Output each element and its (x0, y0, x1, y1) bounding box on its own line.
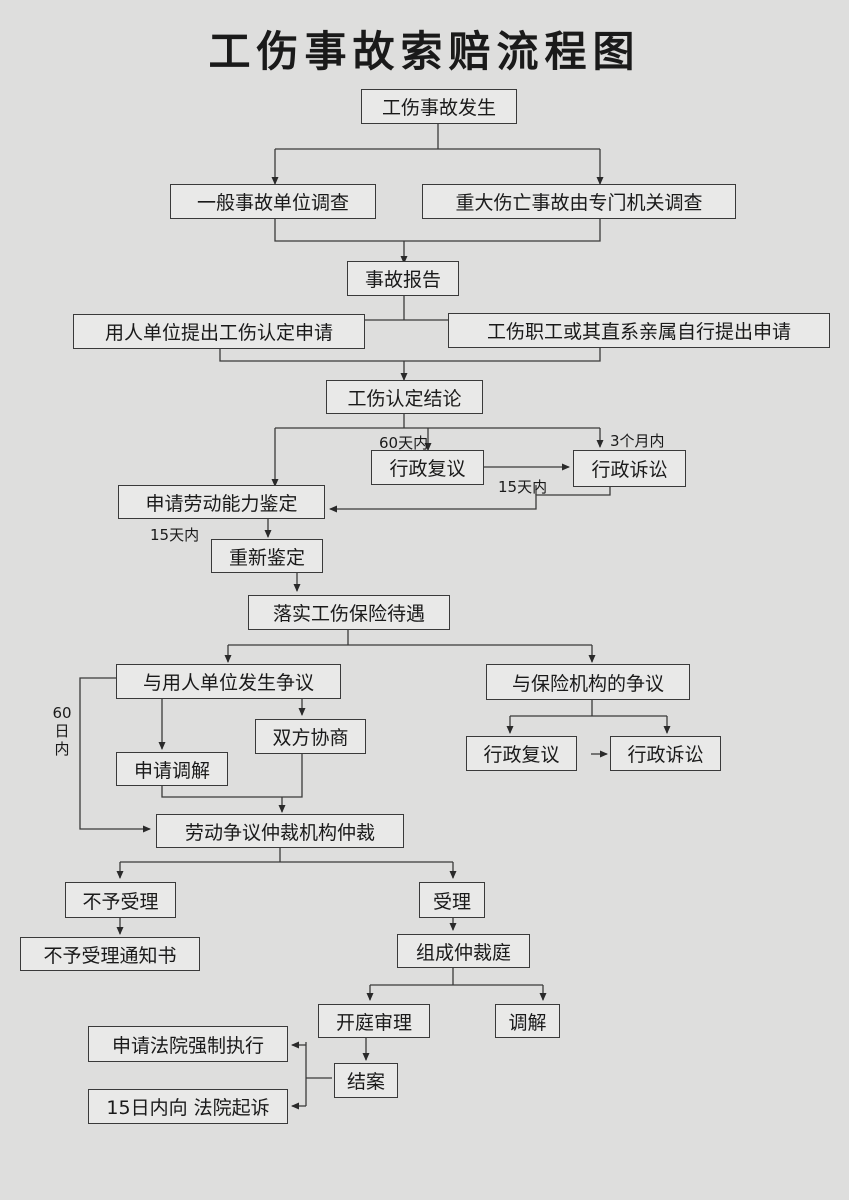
node-accepted: 受理 (419, 882, 485, 918)
node-closure: 结案 (334, 1063, 398, 1098)
node-worker-application: 工伤职工或其直系亲属自行提出申请 (448, 313, 830, 348)
node-negotiation: 双方协商 (255, 719, 366, 754)
label-sixty-day-vertical: 60 日 内 (52, 704, 72, 758)
node-accident-report: 事故报告 (347, 261, 459, 296)
node-admin-litigation-1: 行政诉讼 (573, 450, 686, 487)
label-sixty-days: 60天内 (379, 434, 429, 452)
node-accident: 工伤事故发生 (361, 89, 517, 124)
node-employer-dispute: 与用人单位发生争议 (116, 664, 341, 699)
node-employer-application: 用人单位提出工伤认定申请 (73, 314, 365, 349)
node-admin-litigation-2: 行政诉讼 (610, 736, 721, 771)
node-arbitration: 劳动争议仲裁机构仲裁 (156, 814, 404, 848)
node-general-investigation: 一般事故单位调查 (170, 184, 376, 219)
node-reappraisal: 重新鉴定 (211, 539, 323, 573)
node-enforcement: 申请法院强制执行 (88, 1026, 288, 1062)
node-mediation-request: 申请调解 (116, 752, 228, 786)
label-fifteen-days-reappraisal: 15天内 (150, 526, 200, 544)
node-not-accepted: 不予受理 (65, 882, 176, 918)
label-sixty-day-char-nei: 内 (54, 740, 70, 758)
node-lawsuit: 15日内向 法院起诉 (88, 1089, 288, 1124)
node-insurance-benefits: 落实工伤保险待遇 (248, 595, 450, 630)
node-major-investigation: 重大伤亡事故由专门机关调查 (422, 184, 736, 219)
node-rejection-notice: 不予受理通知书 (20, 937, 200, 971)
label-sixty-day-char-ri: 日 (54, 722, 70, 740)
node-tribunal: 组成仲裁庭 (397, 934, 530, 968)
page-title: 工伤事故索赔流程图 (208, 27, 641, 76)
node-insurer-dispute: 与保险机构的争议 (486, 664, 690, 700)
node-admin-review-2: 行政复议 (466, 736, 577, 771)
node-mediation: 调解 (495, 1004, 560, 1038)
label-sixty-day-num: 60 (52, 704, 72, 722)
node-labor-ability-appraisal: 申请劳动能力鉴定 (118, 485, 325, 519)
node-admin-review-1: 行政复议 (371, 450, 484, 485)
label-three-months: 3个月内 (610, 432, 665, 450)
node-hearing: 开庭审理 (318, 1004, 430, 1038)
label-fifteen-days-review: 15天内 (498, 478, 548, 496)
node-recognition-conclusion: 工伤认定结论 (326, 380, 483, 414)
